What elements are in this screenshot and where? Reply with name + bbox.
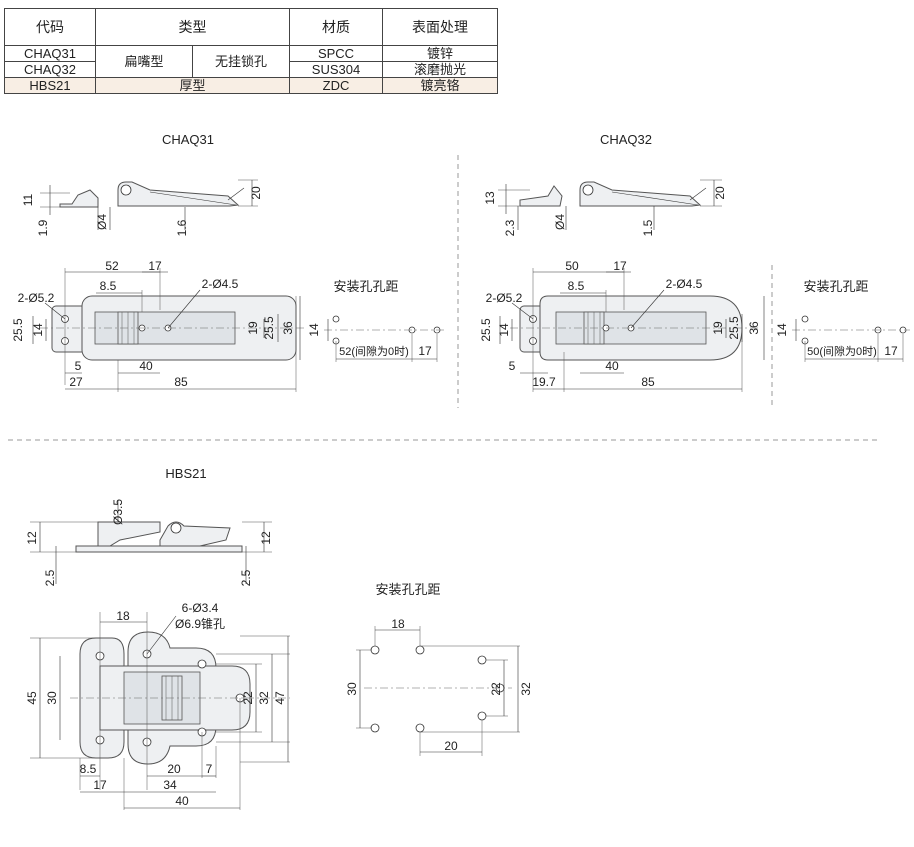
table-row: CHAQ32 SUS304 滚磨抛光 (4, 61, 498, 78)
dim-label: 17 (884, 344, 898, 358)
dim-label: 18 (116, 609, 130, 623)
dim-label: 22 (241, 691, 255, 705)
title-hbs21: HBS21 (165, 466, 206, 481)
dim-label: 2.5 (239, 569, 253, 586)
dim-label: 40 (139, 359, 153, 373)
table-row: HBS21 厚型 ZDC 镀亮铬 (4, 77, 498, 94)
hbs21-top-view (30, 612, 290, 810)
dim-label: 27 (69, 375, 83, 389)
chaq31-side-view (40, 179, 258, 230)
dim-label: 8.5 (80, 762, 97, 776)
chaq31-top-view (32, 268, 306, 392)
hbs21-mount-diagram (356, 626, 520, 756)
table-row: CHAQ31 扁嘴型 无挂锁孔 SPCC 镀锌 (4, 45, 498, 78)
dim-label: 14 (307, 323, 321, 337)
cell-finish: 镀亮铬 (382, 77, 498, 94)
dim-label: 20 (444, 739, 458, 753)
dim-label: Ø4 (95, 214, 109, 230)
dim-label: 20 (249, 186, 263, 200)
dim-label: 19.7 (532, 375, 556, 389)
dim-label: 22 (489, 682, 503, 696)
title-chaq32: CHAQ32 (600, 132, 652, 147)
dim-label: 30 (45, 691, 59, 705)
dim-label: 32 (257, 691, 271, 705)
dim-label: 17 (148, 259, 162, 273)
dim-label: 12 (259, 531, 273, 545)
dim-label: 32 (519, 682, 533, 696)
dim-label: 20 (167, 762, 181, 776)
dim-label: 17 (613, 259, 627, 273)
mount-label-chaq31: 安装孔孔距 (333, 279, 398, 294)
dim-label: 2-Ø5.2 (18, 291, 55, 305)
dim-label: 1.6 (175, 219, 189, 236)
dim-label: 25.5 (727, 316, 741, 340)
dim-label: 50 (565, 259, 579, 273)
cell-type: 厚型 (95, 77, 290, 94)
dim-label: 17 (93, 778, 107, 792)
dim-label: 14 (775, 323, 789, 337)
chaq31-mount-diagram (324, 315, 446, 362)
dim-label: 25.5 (479, 318, 493, 342)
dim-label: 85 (641, 375, 655, 389)
dim-label: Ø3.5 (111, 499, 125, 525)
dim-label: 25.5 (262, 316, 276, 340)
dim-label: 1.5 (641, 219, 655, 236)
dim-label: 40 (175, 794, 189, 808)
header-finish: 表面处理 (382, 8, 498, 46)
dim-label: 20 (713, 186, 727, 200)
dim-label: 40 (605, 359, 619, 373)
cell-material: ZDC (289, 77, 383, 94)
mount-label-hbs21: 安装孔孔距 (375, 582, 440, 597)
title-chaq31: CHAQ31 (162, 132, 214, 147)
dim-label: 34 (163, 778, 177, 792)
dim-label: 36 (747, 321, 761, 335)
dim-label: 1.9 (36, 219, 50, 236)
cell-code: CHAQ31 (4, 45, 96, 62)
dim-label: 47 (273, 691, 287, 705)
dim-label: 14 (31, 323, 45, 337)
chaq32-side-view (498, 179, 722, 230)
chaq32-mount-diagram (792, 315, 910, 362)
dim-label: 45 (25, 691, 39, 705)
dim-label: 18 (391, 617, 405, 631)
cell-material: SUS304 (289, 61, 383, 78)
dim-label: 7 (206, 762, 213, 776)
header-code: 代码 (4, 8, 96, 46)
dim-label: 2-Ø4.5 (666, 277, 703, 291)
dim-label: 19 (246, 321, 260, 335)
dim-label: 2.5 (43, 569, 57, 586)
dim-label: 6-Ø3.4 (182, 601, 219, 615)
dim-label: 2-Ø4.5 (202, 277, 239, 291)
dim-label: 5 (75, 359, 82, 373)
cell-code: CHAQ32 (4, 61, 96, 78)
dim-label: 30 (345, 682, 359, 696)
dim-label: 8.5 (100, 279, 117, 293)
cell-type-a: 扁嘴型 (95, 45, 193, 78)
dim-label: 50(间隙为0时) (807, 344, 877, 358)
cell-code: HBS21 (4, 77, 96, 94)
dim-label: 2-Ø5.2 (486, 291, 523, 305)
dim-label: 52 (105, 259, 119, 273)
dim-label: 36 (281, 321, 295, 335)
dim-label: 25.5 (11, 318, 25, 342)
dim-label: Ø6.9锥孔 (175, 617, 225, 631)
dim-label: 19 (711, 321, 725, 335)
dim-label: 8.5 (568, 279, 585, 293)
dim-label: 14 (497, 323, 511, 337)
dim-label: 17 (418, 344, 432, 358)
dim-label: 11 (21, 193, 35, 206)
dim-label: 5 (509, 359, 516, 373)
dim-label: 12 (25, 531, 39, 545)
dim-label: 13 (483, 191, 497, 205)
chaq32-top-view (499, 268, 765, 392)
mount-label-chaq32: 安装孔孔距 (803, 279, 868, 294)
spec-table: 代码 类型 材质 表面处理 CHAQ31 扁嘴型 无挂锁孔 SPCC 镀锌 CH… (4, 8, 498, 94)
dim-label: 52(间隙为0时) (339, 344, 409, 358)
dim-label: 2.3 (503, 219, 517, 236)
hbs21-side-view (30, 500, 272, 584)
dim-label: Ø4 (553, 214, 567, 230)
dim-label: 85 (174, 375, 188, 389)
